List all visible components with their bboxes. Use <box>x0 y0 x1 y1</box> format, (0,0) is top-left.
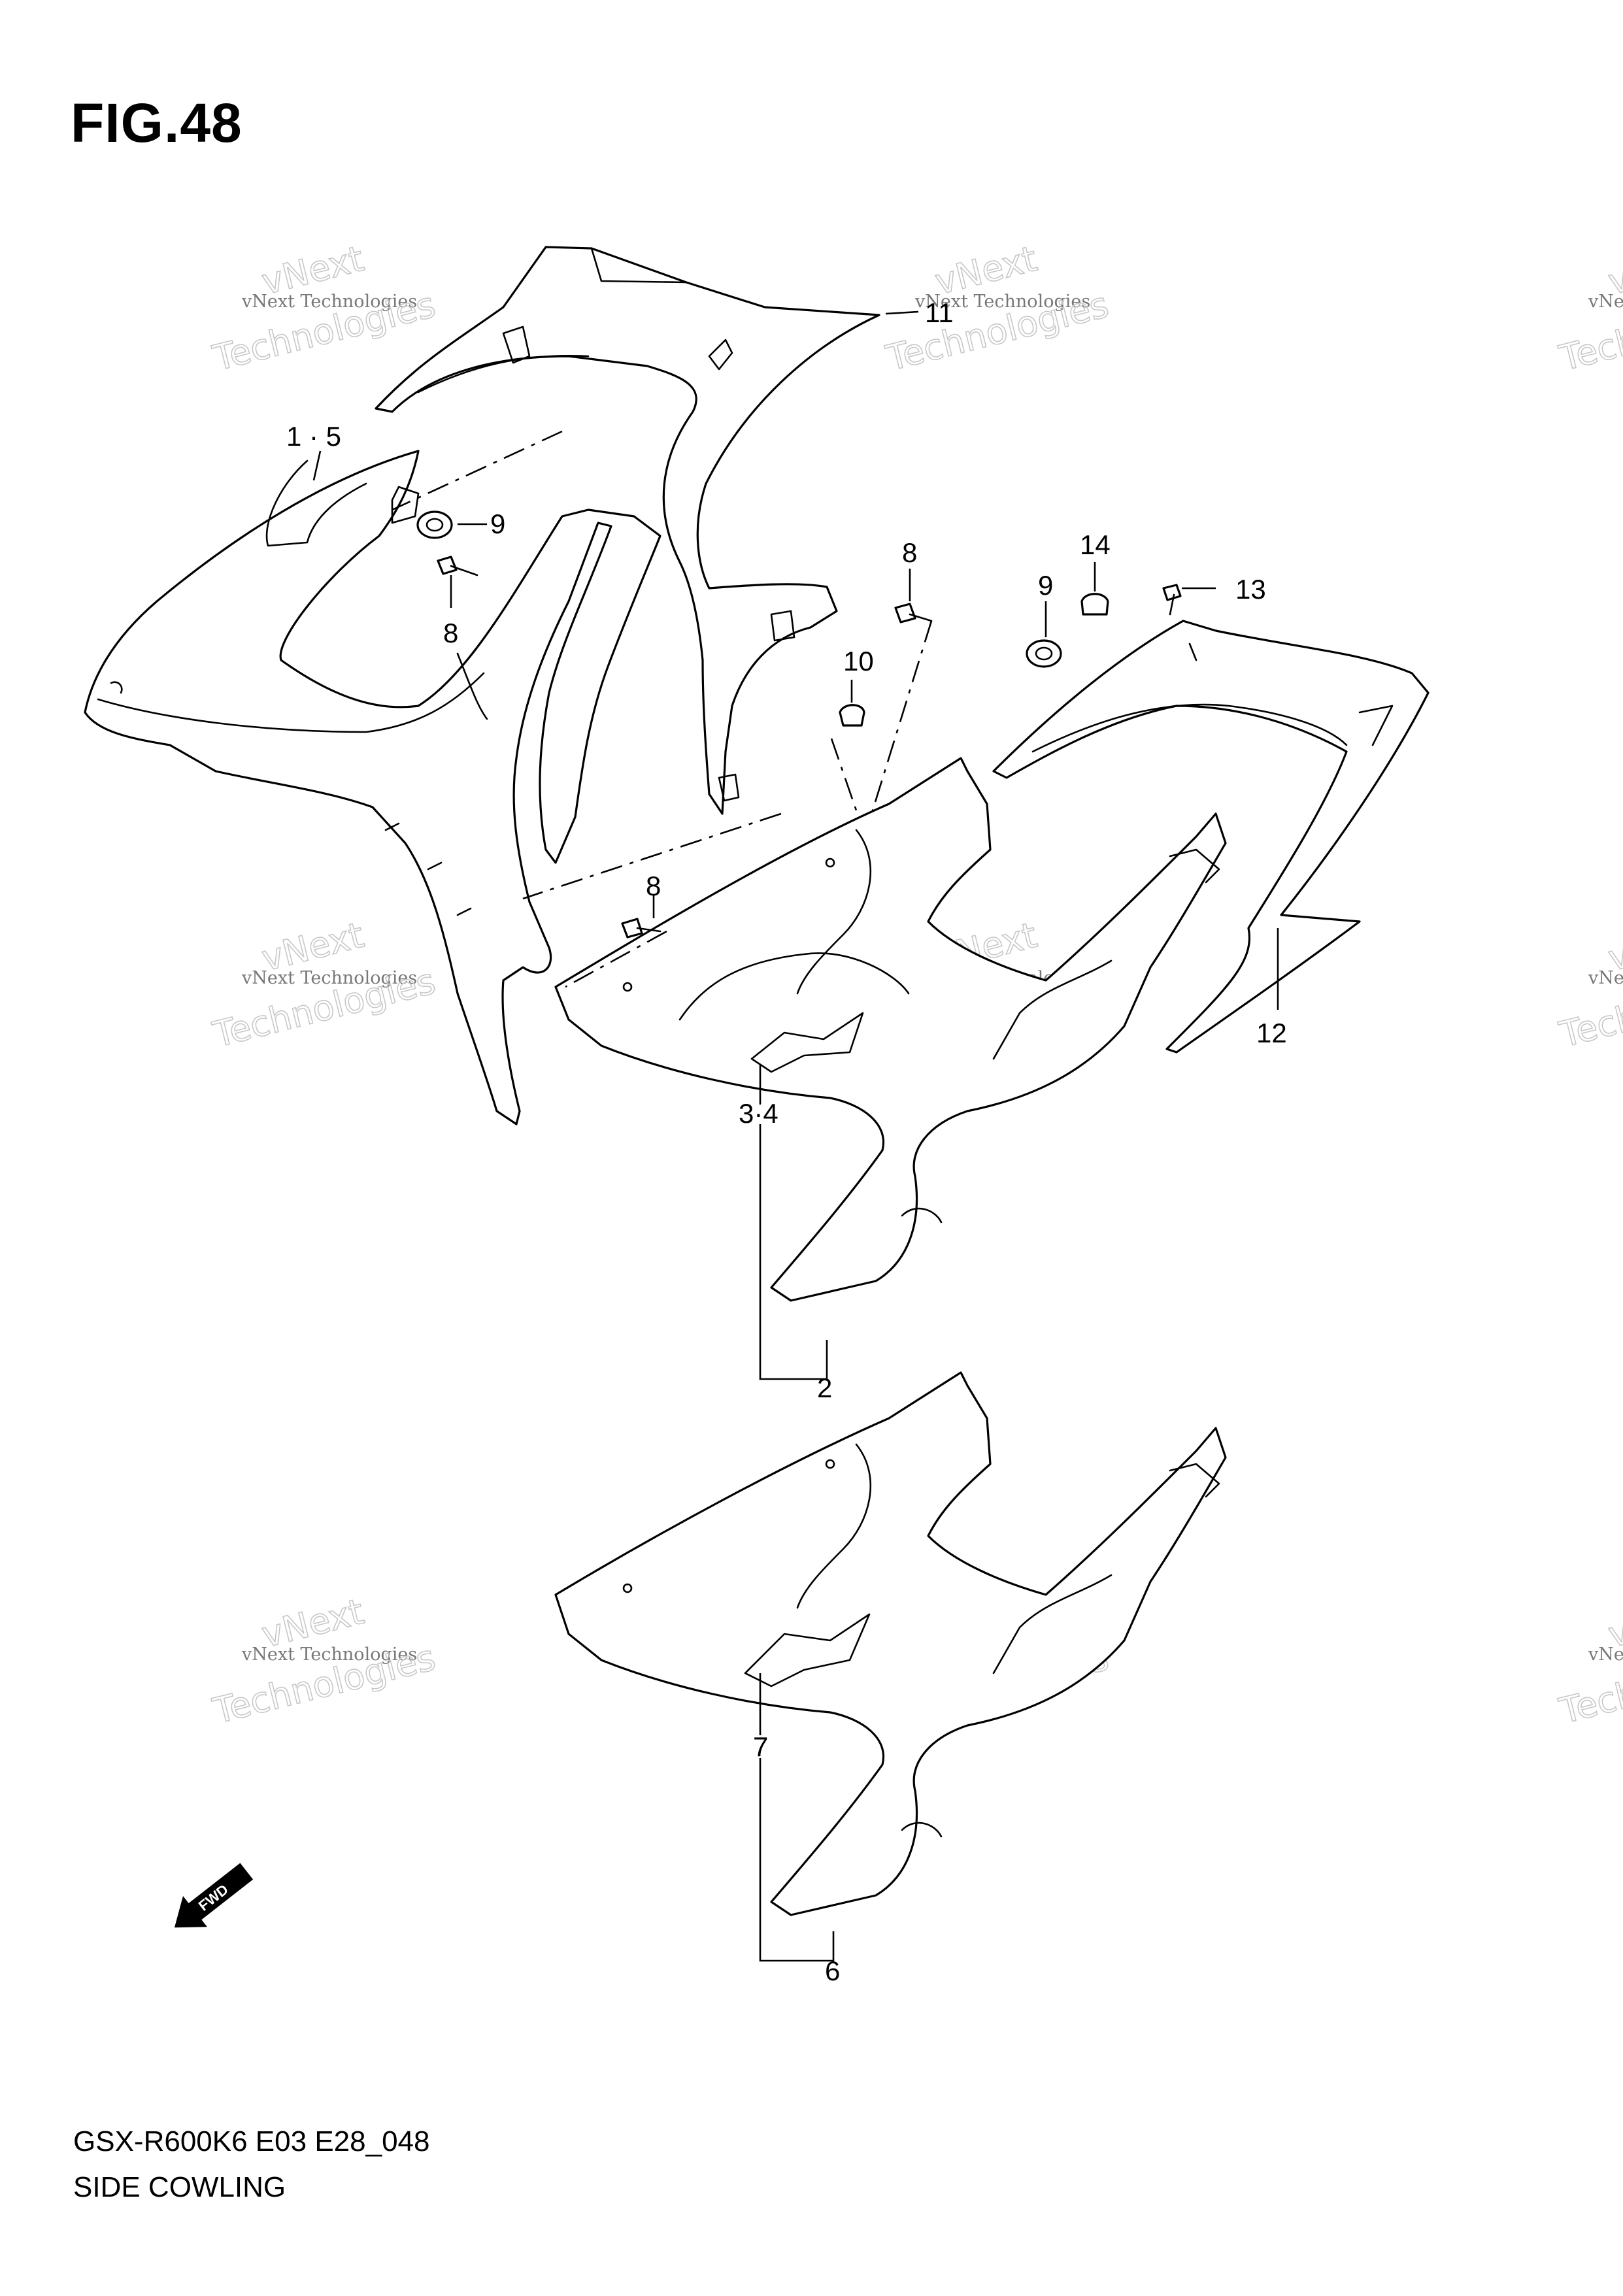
callout-8-mid: 8 <box>902 537 917 568</box>
callout-10: 10 <box>843 646 874 676</box>
group-name: SIDE COWLING <box>73 2171 286 2203</box>
callout-7: 7 <box>753 1731 768 1762</box>
callout-9-upper: 9 <box>490 508 505 539</box>
model-code: GSX-R600K6 E03 E28_048 <box>73 2125 430 2157</box>
watermark-tile: vNext Technologies vNext Technologies <box>208 237 439 380</box>
svg-text:vNext Technologies: vNext Technologies <box>914 291 1090 312</box>
leader-lines <box>312 310 1279 1962</box>
watermark-tile: vNext Technologies vNext Technologies <box>1554 237 1623 380</box>
part-12-rear-side-panel <box>992 620 1430 1054</box>
callout-12: 12 <box>1256 1018 1287 1048</box>
fastener-9-grommet-right <box>1026 639 1062 668</box>
fwd-arrow-icon: FWD <box>174 1863 254 1928</box>
fastener-10-clip <box>839 704 865 727</box>
fastener-8-screw-upper <box>437 556 478 576</box>
part-6-lower-side-panel-alt <box>554 1371 1227 1916</box>
watermark-tile: vNext Technologies vNext Technologies <box>1554 914 1623 1056</box>
part-1-5-main-side-cowling <box>84 450 661 1125</box>
part-2-lower-side-panel <box>554 757 1227 1302</box>
fastener-9-grommet-upper <box>416 510 453 539</box>
fastener-13-bolt <box>1162 584 1182 616</box>
svg-text:vNext Technologies: vNext Technologies <box>241 291 417 312</box>
watermark-tile: vNext Technologies vNext Technologies <box>1554 1590 1623 1733</box>
fastener-14-nut <box>1080 593 1109 616</box>
callout-6: 6 <box>825 1955 840 1986</box>
svg-text:vNext Technologies: vNext Technologies <box>241 968 417 988</box>
callout-labels: 11 1 · 5 9 8 8 14 13 9 10 8 12 3·4 2 7 6 <box>286 297 1287 1986</box>
svg-text:vNext Technologies: vNext Technologies <box>1588 291 1623 312</box>
callout-11: 11 <box>925 297 954 328</box>
callout-8-lower: 8 <box>646 871 661 901</box>
fastener-8-screw-mid <box>894 603 933 624</box>
callout-3-4: 3·4 <box>739 1098 778 1129</box>
callout-1-5: 1 · 5 <box>286 421 341 452</box>
watermark-tile: vNext Technologies vNext Technologies <box>208 1590 439 1733</box>
figure-title: FIG.48 <box>71 92 243 154</box>
part-11-upper-inner-panel <box>375 246 880 815</box>
watermark-tile: vNext Technologies vNext Technologies <box>881 237 1113 380</box>
svg-text:vNext Technologies: vNext Technologies <box>1588 968 1623 988</box>
callout-9-right: 9 <box>1038 570 1053 601</box>
svg-text:vNext Technologies: vNext Technologies <box>241 1644 417 1665</box>
callout-14: 14 <box>1080 529 1111 560</box>
watermark-tile: vNext Technologies vNext Technologies <box>208 914 439 1056</box>
fastener-8-screw-lower <box>621 918 661 939</box>
callout-8-upper: 8 <box>443 618 458 648</box>
callout-13: 13 <box>1235 574 1266 605</box>
callout-2: 2 <box>817 1373 832 1403</box>
svg-text:vNext Technologies: vNext Technologies <box>1588 1644 1623 1665</box>
